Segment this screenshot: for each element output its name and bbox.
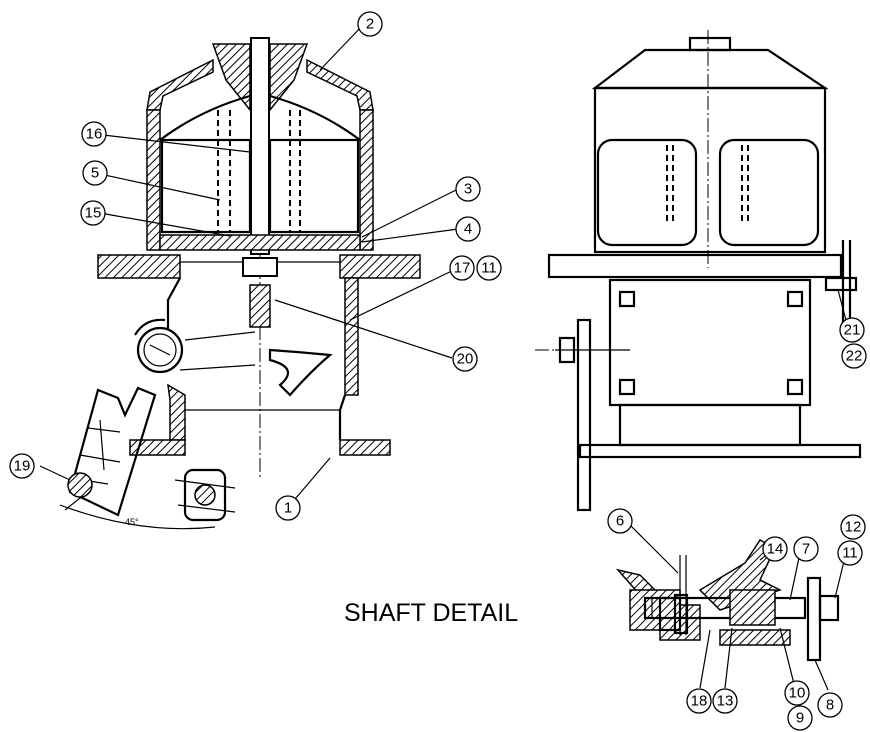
- balloon-10: 10: [784, 680, 810, 706]
- balloon-17: 17: [449, 255, 475, 281]
- leaders: [39, 25, 847, 691]
- svg-text:12: 12: [845, 519, 862, 536]
- svg-text:11: 11: [481, 260, 497, 277]
- nut: [242, 257, 278, 277]
- svg-text:7: 7: [802, 541, 810, 558]
- window-right: [718, 138, 820, 247]
- cover-left: [211, 43, 251, 113]
- dome-right: [306, 58, 374, 111]
- balloon-2: 2: [357, 11, 383, 37]
- svg-text:15: 15: [85, 205, 102, 222]
- balloon-21: 21: [839, 317, 865, 343]
- flap-lower: [179, 364, 256, 371]
- coil-left: [160, 138, 252, 234]
- angle-label: 45°: [125, 517, 139, 527]
- body-left-top: [166, 277, 181, 330]
- shaft-detail: SHAFT DETAIL: [344, 539, 840, 662]
- body-left-bottom: [167, 383, 186, 441]
- roof: [591, 48, 829, 90]
- dome-left: [146, 58, 214, 111]
- body-right: [344, 277, 359, 396]
- housing: [593, 86, 827, 254]
- balloon-14: 14: [762, 536, 788, 562]
- base: [578, 443, 862, 459]
- balloon-1: 1: [275, 495, 301, 521]
- shaft: [250, 37, 270, 255]
- cover-right: [269, 43, 309, 113]
- svg-text:9: 9: [796, 710, 804, 727]
- svg-text:1: 1: [284, 500, 292, 517]
- balloon-20: 20: [452, 346, 478, 372]
- svg-text:4: 4: [464, 221, 472, 238]
- svg-text:2: 2: [366, 16, 374, 33]
- svg-text:14: 14: [767, 541, 784, 558]
- dome-inner-right: [269, 94, 361, 141]
- svg-text:21: 21: [844, 322, 861, 339]
- svg-text:6: 6: [616, 513, 624, 530]
- pivot: [136, 326, 184, 374]
- neck: [618, 403, 802, 447]
- svg-text:3: 3: [464, 181, 472, 198]
- balloon-15: 15: [80, 200, 106, 226]
- external-view: [535, 30, 862, 512]
- balloon-12: 12: [840, 514, 866, 540]
- bottom-flange-right: [339, 439, 391, 456]
- top-cap: [688, 36, 732, 52]
- flange-right: [339, 254, 421, 279]
- flange-left: [97, 254, 181, 279]
- svg-text:20: 20: [457, 351, 474, 368]
- swing-arc: [59, 504, 216, 530]
- balloon-16: 16: [81, 121, 107, 147]
- bearing: [729, 589, 776, 626]
- lower-body: [608, 278, 812, 407]
- bush: [673, 593, 689, 635]
- flap-upper: [184, 331, 256, 341]
- balloon-22: 22: [841, 343, 867, 369]
- bottom-flange-left: [129, 439, 186, 456]
- svg-text:11: 11: [842, 545, 858, 562]
- stud: [249, 284, 271, 328]
- bolt-19: [67, 472, 93, 498]
- plate-8: [806, 576, 822, 662]
- svg-text:16: 16: [86, 126, 103, 143]
- svg-text:18: 18: [691, 693, 708, 710]
- shaft-detail-shaft: [643, 596, 807, 620]
- bracket: [576, 318, 592, 512]
- sectional-view: 45°: [59, 37, 421, 530]
- balloon-19: 19: [9, 453, 35, 479]
- wall-left: [146, 109, 161, 251]
- svg-text:10: 10: [789, 685, 806, 702]
- balloon-8: 8: [817, 692, 843, 718]
- balloon-11-detail: 11: [837, 540, 863, 566]
- svg-text:13: 13: [717, 693, 734, 710]
- dome-inner-left: [159, 94, 251, 141]
- svg-text:5: 5: [91, 165, 99, 182]
- slot: [183, 468, 227, 522]
- svg-text:19: 19: [14, 458, 31, 475]
- wall-right: [359, 109, 374, 251]
- flap: [268, 348, 333, 397]
- svg-text:22: 22: [846, 348, 863, 365]
- window-left: [596, 138, 698, 247]
- svg-text:17: 17: [454, 260, 471, 277]
- balloon-4: 4: [455, 216, 481, 242]
- coil-right: [268, 138, 360, 234]
- balloon-5: 5: [82, 160, 108, 186]
- base-plate: [159, 234, 361, 251]
- svg-text:8: 8: [826, 697, 834, 714]
- balloon-9: 9: [787, 705, 813, 731]
- balloon-6: 6: [607, 508, 633, 534]
- balloon-11-top: 11: [476, 255, 502, 281]
- balloon-7: 7: [793, 536, 819, 562]
- balloon-18: 18: [686, 688, 712, 714]
- balloon-13: 13: [712, 688, 738, 714]
- balloon-3: 3: [455, 176, 481, 202]
- section-title: SHAFT DETAIL: [344, 599, 518, 627]
- flange-plate: [547, 253, 843, 279]
- nut-11: [818, 594, 840, 622]
